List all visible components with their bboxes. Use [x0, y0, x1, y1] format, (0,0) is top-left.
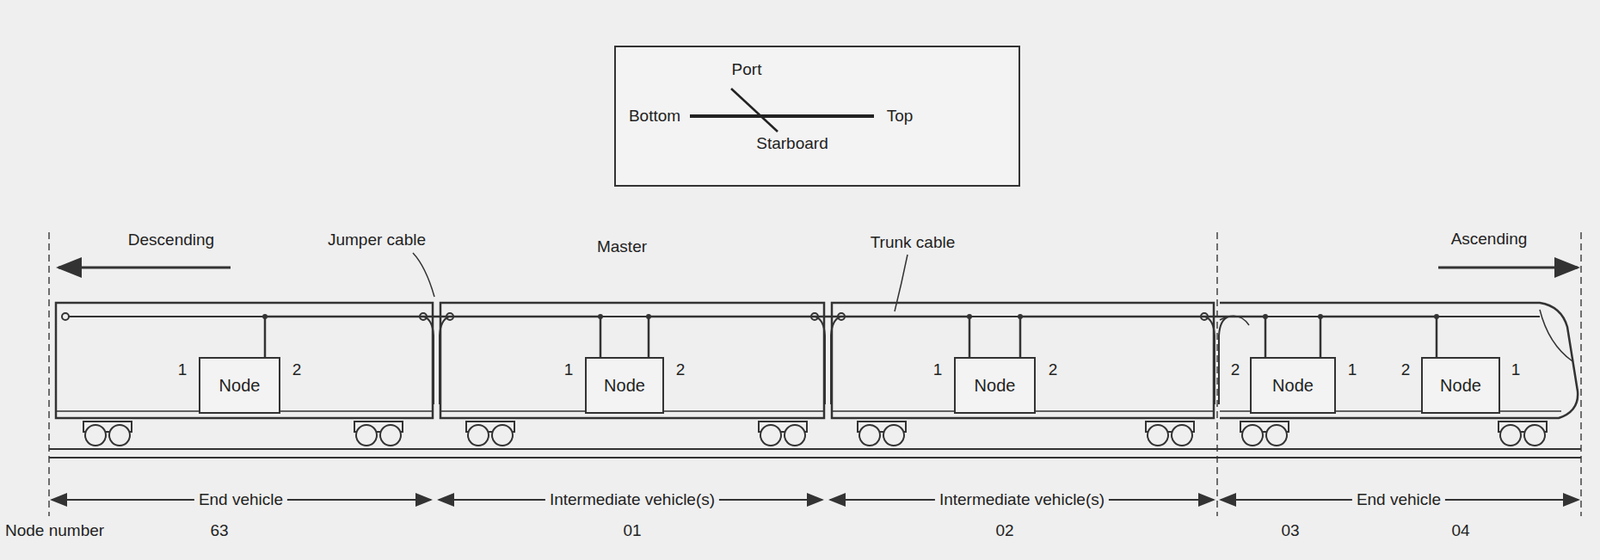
- port-number: 1: [933, 361, 943, 380]
- node-label: Node: [1440, 375, 1482, 396]
- port-number: 2: [1401, 361, 1411, 380]
- tap-point: [1017, 313, 1023, 320]
- trunk-connector: [648, 316, 970, 357]
- port-number: 2: [292, 361, 302, 380]
- node-box: Node: [1249, 356, 1336, 414]
- leader-lines: [412, 252, 908, 312]
- node-label: Node: [974, 375, 1016, 396]
- port-number: 1: [1511, 361, 1521, 380]
- port-number: 1: [178, 361, 188, 380]
- direction-arrows: [58, 266, 1578, 270]
- bogies: [83, 421, 1547, 446]
- callout-label: Master: [596, 238, 647, 257]
- port-number: 2: [1048, 361, 1059, 380]
- node-box: Node: [1421, 356, 1501, 414]
- jumper-cable: [424, 316, 1229, 405]
- tap-point: [1433, 313, 1440, 320]
- car-bodies: [55, 302, 1578, 419]
- node-number: 03: [1280, 522, 1299, 541]
- tap-point: [262, 313, 268, 320]
- vehicle-span-label: End vehicle: [1352, 491, 1446, 510]
- vehicle-span-label: Intermediate vehicle(s): [545, 491, 720, 510]
- orientation-label: Port: [732, 60, 763, 80]
- tap-point: [597, 313, 604, 320]
- row-heading: Node number: [5, 522, 105, 541]
- orientation-label: Starboard: [756, 134, 828, 154]
- port-number: 2: [676, 361, 686, 380]
- node-number: 63: [209, 522, 228, 541]
- node-label: Node: [219, 375, 261, 396]
- node-label: Node: [1272, 375, 1314, 396]
- boundary-lines: [49, 232, 1582, 517]
- node-label: Node: [603, 375, 646, 396]
- node-number: 02: [995, 522, 1014, 541]
- trunk-connector: [1320, 316, 1437, 357]
- node-number: 04: [1451, 522, 1470, 541]
- node-number: 01: [622, 522, 641, 541]
- tap-point: [966, 313, 973, 320]
- callout-label: Trunk cable: [870, 233, 956, 253]
- trunk-connector: [1020, 316, 1266, 357]
- node-box: Node: [584, 356, 665, 414]
- rail: [49, 449, 1582, 458]
- vehicle-span-label: Intermediate vehicle(s): [935, 491, 1109, 510]
- callout-label: Descending: [128, 231, 215, 250]
- node-box: Node: [953, 356, 1036, 414]
- vehicle-span-label: End vehicle: [194, 491, 288, 510]
- callout-label: Jumper cable: [327, 231, 426, 250]
- port-number: 2: [1230, 361, 1241, 380]
- port-number: 1: [564, 361, 574, 380]
- orientation-box: PortBottom TopStarboard: [614, 45, 1021, 187]
- orientation-label: Bottom: [628, 106, 681, 126]
- tap-point: [1317, 313, 1324, 320]
- tap-point: [646, 313, 652, 320]
- orientation-label: Top: [886, 106, 914, 126]
- callout-label: Ascending: [1451, 230, 1528, 249]
- tap-point: [1262, 313, 1268, 320]
- node-box: Node: [198, 356, 281, 414]
- trunk-connector: [264, 316, 601, 357]
- port-number: 1: [1347, 361, 1358, 380]
